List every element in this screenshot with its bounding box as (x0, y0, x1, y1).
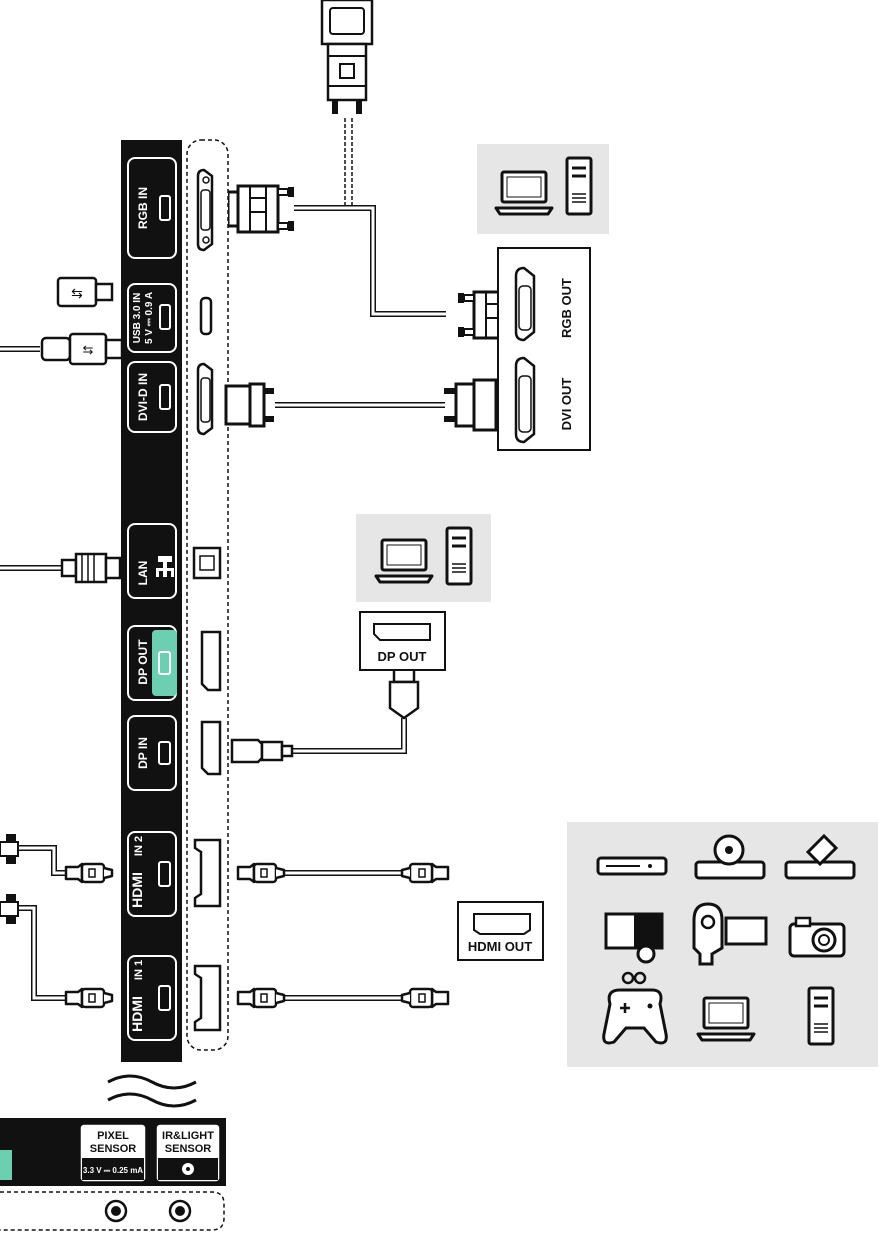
rgb-physical-port (196, 168, 214, 252)
svg-text:⇆: ⇆ (83, 342, 94, 357)
set-top-box-icon (784, 833, 856, 880)
cables (0, 118, 446, 1001)
camera-icon (788, 916, 846, 958)
panel-break-mark (107, 1074, 197, 1108)
desktop-tower-icon (565, 156, 593, 216)
panel-body (121, 140, 182, 1062)
av-device-group (567, 822, 878, 1067)
sensor-panel: PIXEL SENSOR 3.3 V ⎓ 0.25 mA IR&LIGHT SE… (0, 1118, 226, 1186)
dp-out-highlight (152, 630, 177, 696)
pixel-sensor-label-2: SENSOR (90, 1143, 137, 1155)
vga-adapter-cable (344, 118, 353, 208)
usb-spec-label: 5 V ⎓ 0.9 A (144, 292, 155, 344)
dvi-out-label: DVI OUT (559, 378, 574, 431)
hdmi1-physical-port (193, 964, 222, 1032)
rgb-out-label: RGB OUT (559, 278, 574, 338)
hdmi1-plug-monitor (236, 987, 286, 1009)
hdmi2-port-icon (158, 861, 171, 887)
usb-port-icon (159, 304, 171, 330)
hdmi2-plug-left (64, 862, 114, 884)
dp-out-physical-port (200, 630, 222, 692)
dp-plug-pc (388, 666, 420, 720)
hdmi2-physical-port (193, 838, 222, 908)
hdmi2-logo: HDMI (129, 872, 145, 908)
hdmi1-plug-source (400, 987, 450, 1009)
hdmi2-plug-source (400, 862, 450, 884)
physical-port-strip (186, 139, 229, 1051)
monitor-input-panel: RGB IN USB 3.0 IN 5 V ⎓ 0.9 A DVI-D IN L… (121, 140, 182, 1062)
usb-flash-icon: ⇆ (56, 276, 114, 308)
laptop-icon (696, 996, 756, 1042)
hdmi1-plug-left (64, 987, 114, 1009)
camcorder-icon (692, 902, 768, 966)
laptop-icon (374, 538, 434, 584)
hdmi2-suffix: IN 2 (133, 836, 145, 856)
dp-out-label: DP OUT (136, 639, 150, 685)
dp-plug-monitor (230, 738, 294, 764)
rgb-port-icon (159, 195, 171, 221)
pixel-sensor-spec: 3.3 V ⎓ 0.25 mA (83, 1166, 143, 1175)
dp-out-source-box: DP OUT (359, 611, 446, 671)
usb-cable-plug: ⇆ (40, 332, 124, 366)
computer-group-dp (356, 514, 491, 602)
ir-light-sensor-label-1: IR&LIGHT (162, 1130, 214, 1142)
usb-in-label: USB 3.0 IN (132, 293, 143, 344)
dp-in-physical-port (200, 720, 222, 776)
dvi-plug-monitor (224, 382, 274, 428)
svg-text:⇆: ⇆ (71, 285, 83, 301)
lan-label: LAN (136, 561, 150, 586)
pixel-sensor-label-1: PIXEL (97, 1130, 129, 1142)
usb-physical-port (199, 296, 213, 336)
rgb-in-label: RGB IN (136, 187, 150, 229)
desktop-tower-icon (445, 526, 473, 586)
dvi-in-label: DVI-D IN (136, 373, 150, 421)
lan-icon (156, 556, 174, 577)
desktop-tower-icon (807, 986, 835, 1046)
computer-group-top (477, 144, 609, 234)
hdmi-out-box-label: HDMI OUT (468, 939, 532, 954)
dp-in-port-icon (158, 741, 171, 765)
left-hdmi1-cable (18, 905, 70, 1001)
dvd-player-icon (596, 856, 668, 876)
dp-cable (292, 718, 407, 754)
lan-cable-plug (60, 552, 122, 584)
dvi-port-icon (159, 384, 171, 410)
monitor-icon (604, 912, 664, 964)
rgb-cable (294, 205, 446, 317)
ir-light-sensor-label-2: SENSOR (165, 1143, 212, 1155)
dvi-physical-port (196, 362, 214, 436)
pc-output-panel: RGB OUT DVI OUT (497, 247, 591, 451)
left-hdmi2-cable (18, 845, 70, 876)
rgb-plug-monitor (228, 184, 296, 234)
gamepad-icon (602, 971, 668, 1045)
projector-icon (694, 834, 766, 880)
hdmi-out-source-box: HDMI OUT (457, 901, 544, 961)
laptop-icon (494, 170, 554, 216)
dp-out-port-icon (158, 651, 171, 675)
hdmi1-logo: HDMI (129, 996, 145, 1032)
dp-out-box-label: DP OUT (378, 649, 427, 664)
hdmi1-port-icon (158, 985, 171, 1011)
rgb-out-port (514, 266, 536, 342)
left-edge-connectors (0, 834, 19, 924)
dvi-plug-pc (444, 378, 498, 432)
dp-in-label: DP IN (136, 737, 150, 769)
vga-gender-adapter (320, 0, 374, 114)
sensor-physical-strip (0, 1191, 225, 1231)
hdmi1-suffix: IN 1 (133, 960, 145, 980)
dvi-out-port (514, 356, 536, 444)
hdmi2-plug-monitor (236, 862, 286, 884)
